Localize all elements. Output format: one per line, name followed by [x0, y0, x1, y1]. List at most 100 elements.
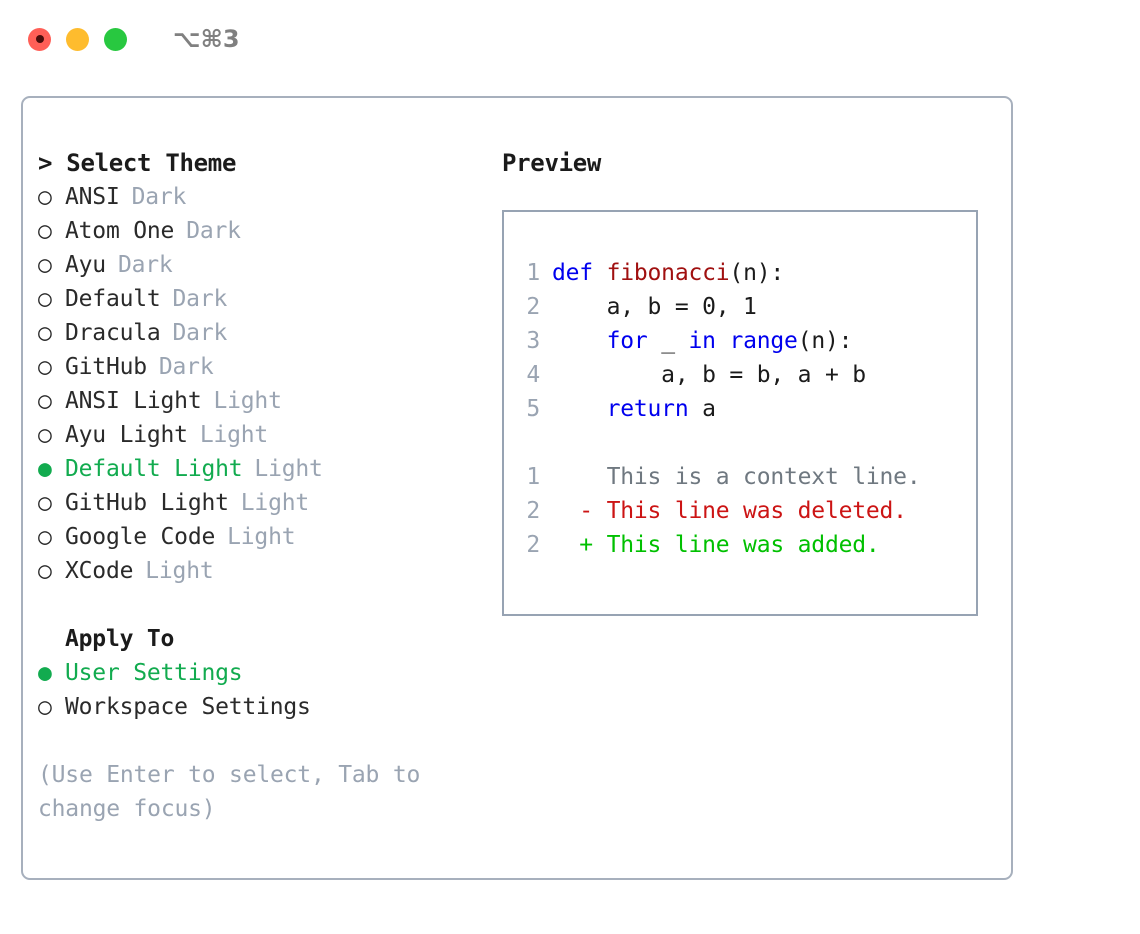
code-token: a, b = 0, 1: [552, 294, 757, 320]
code-token: [716, 328, 730, 354]
theme-option-label: GitHub Light: [65, 490, 229, 516]
close-button-icon[interactable]: [28, 27, 51, 51]
theme-option-label: Dracula: [65, 320, 161, 346]
minimize-button-icon[interactable]: [66, 27, 89, 51]
theme-option-ayu[interactable]: ○ Ayu Dark: [38, 248, 488, 282]
zoom-button-icon[interactable]: [104, 27, 127, 51]
keyboard-shortcut-label: ⌥⌘3: [173, 25, 240, 53]
select-theme-heading: > Select Theme: [38, 149, 237, 177]
theme-option-label: ANSI: [65, 184, 120, 210]
radio-unselected-icon: ○: [38, 218, 52, 244]
theme-option-label: Default: [65, 286, 161, 312]
code-line: 5 return a: [518, 392, 968, 426]
window-controls: [28, 27, 127, 51]
theme-category-tag: Dark: [186, 218, 241, 244]
radio-unselected-icon: ○: [38, 388, 52, 414]
theme-option-label: ANSI Light: [65, 388, 202, 414]
theme-category-tag: Light: [199, 422, 269, 448]
code-token: (n):: [729, 260, 785, 286]
code-token: a: [688, 396, 716, 422]
theme-option-label: Default Light: [65, 456, 243, 482]
code-token: for: [606, 328, 648, 354]
diff-line-ctx: 1 This is a context line.: [518, 460, 968, 494]
radio-unselected-icon: ○: [38, 252, 52, 278]
theme-category-tag: Dark: [117, 252, 173, 278]
theme-category-tag: Light: [213, 388, 282, 414]
title-bar: ⌥⌘3: [0, 0, 1140, 78]
line-number: 3: [526, 328, 540, 354]
theme-option-ansi[interactable]: ○ ANSI Dark: [38, 180, 488, 214]
section-spacer: [38, 588, 488, 622]
theme-option-default-light[interactable]: ● Default Light Light: [38, 452, 488, 486]
radio-unselected-icon: ○: [38, 490, 52, 516]
code-spacer: [518, 426, 968, 460]
radio-unselected-icon: ○: [38, 422, 52, 448]
theme-category-tag: Dark: [172, 320, 228, 346]
theme-category-tag: Light: [254, 456, 323, 482]
diff-line-text: This is a context line.: [552, 464, 921, 490]
radio-selected-icon: ●: [38, 660, 52, 686]
theme-category-tag: Dark: [158, 354, 214, 380]
line-number: 1: [526, 260, 540, 286]
diff-line-add: 2 + This line was added.: [518, 528, 968, 562]
code-token: _: [647, 328, 689, 354]
code-line: 3 for _ in range(n):: [518, 324, 968, 358]
radio-unselected-icon: ○: [38, 524, 52, 550]
apply-to-option-label: User Settings: [65, 660, 243, 686]
line-number: 2: [526, 294, 540, 320]
theme-option-label: Atom One: [65, 218, 175, 244]
theme-category-tag: Dark: [131, 184, 187, 210]
radio-selected-icon: ●: [38, 456, 52, 482]
theme-option-ayu-light[interactable]: ○ Ayu Light Light: [38, 418, 488, 452]
apply-to-option-user-settings[interactable]: ● User Settings: [38, 656, 488, 690]
theme-option-default[interactable]: ○ Default Dark: [38, 282, 488, 316]
apply-to-option-workspace-settings[interactable]: ○Workspace Settings: [38, 690, 488, 724]
apply-to-heading: Apply To: [65, 626, 175, 652]
theme-option-ansi-light[interactable]: ○ ANSI Light Light: [38, 384, 488, 418]
radio-unselected-icon: ○: [38, 558, 52, 584]
diff-line-del: 2 - This line was deleted.: [518, 494, 968, 528]
code-token: def: [552, 260, 607, 286]
line-number: 2: [526, 532, 540, 558]
theme-option-atom-one[interactable]: ○ Atom One Dark: [38, 214, 488, 248]
diff-sample-lines: 1 This is a context line.2 - This line w…: [518, 460, 968, 562]
code-token: range: [729, 328, 798, 354]
preview-heading: Preview: [502, 149, 602, 177]
radio-unselected-icon: ○: [38, 320, 52, 346]
theme-category-tag: Light: [227, 524, 296, 550]
theme-option-label: Google Code: [65, 524, 216, 550]
code-token: a, b = b, a + b: [552, 362, 866, 388]
theme-option-label: Ayu Light: [65, 422, 188, 448]
line-number: 1: [526, 464, 540, 490]
theme-category-tag: Dark: [172, 286, 228, 312]
line-number: 4: [526, 362, 540, 388]
theme-option-label: GitHub: [65, 354, 147, 380]
theme-option-dracula[interactable]: ○ Dracula Dark: [38, 316, 488, 350]
radio-unselected-icon: ○: [38, 286, 52, 312]
apply-to-options-list: ● User Settings ○Workspace Settings: [38, 656, 488, 724]
code-line: 4 a, b = b, a + b: [518, 358, 968, 392]
line-number: 5: [526, 396, 540, 422]
code-token: return: [606, 396, 689, 422]
theme-option-label: Ayu: [65, 252, 106, 278]
code-token: [552, 396, 607, 422]
radio-unselected-icon: ○: [38, 184, 52, 210]
theme-option-google-code[interactable]: ○ Google Code Light: [38, 520, 488, 554]
code-token: in: [688, 328, 716, 354]
diff-line-text: - This line was deleted.: [552, 498, 907, 524]
code-token: (n):: [797, 328, 853, 354]
theme-category-tag: Light: [145, 558, 214, 584]
code-line: 2 a, b = 0, 1: [518, 290, 968, 324]
